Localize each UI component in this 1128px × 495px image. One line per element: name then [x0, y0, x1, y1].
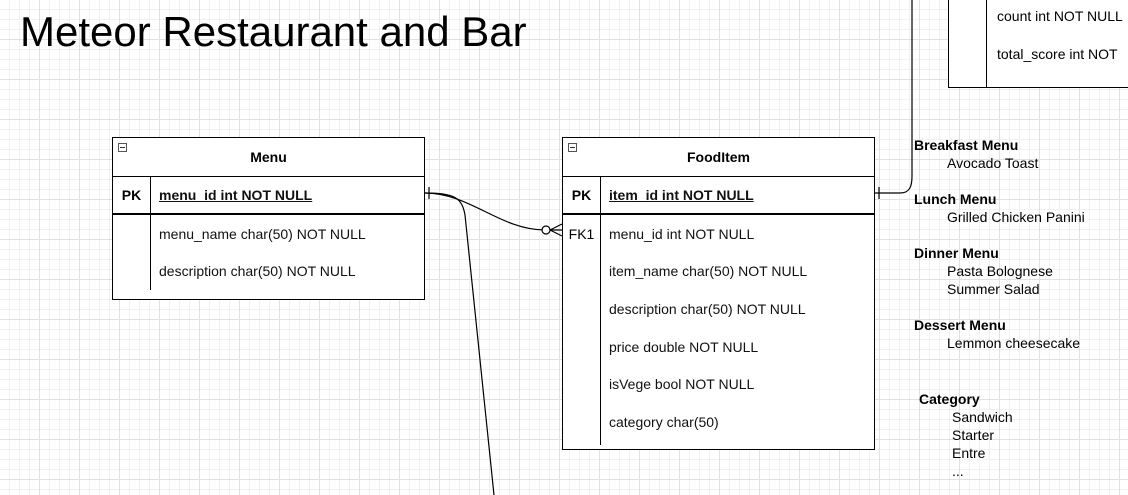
fooditem-field-isvege: isVege bool NOT NULL: [609, 376, 755, 393]
fooditem-field-row[interactable]: isVege bool NOT NULL: [563, 365, 874, 403]
menu-fooditem-link: [424, 192, 562, 231]
legend-title: Lunch Menu: [914, 191, 997, 207]
fooditem-field-row[interactable]: price double NOT NULL: [563, 328, 874, 366]
menu-field-row[interactable]: menu_name char(50) NOT NULL: [113, 215, 424, 253]
legend-dinner[interactable]: Dinner Menu Pasta Bolognese Summer Salad: [914, 244, 1053, 298]
fooditem-pk-field: item_id int NOT NULL: [609, 187, 754, 203]
menu-table[interactable]: Menu PK menu_id int NOT NULL menu_name c…: [112, 137, 425, 300]
fooditem-field-item-name: item_name char(50) NOT NULL: [609, 263, 808, 280]
legend-item: Lemmon cheesecake: [947, 335, 1081, 351]
menu-table-header[interactable]: Menu: [113, 138, 424, 177]
partial-field-count: count int NOT NULL: [997, 8, 1123, 24]
fooditem-field-description: description char(50) NOT NULL: [609, 300, 806, 317]
menu-pk-row[interactable]: PK menu_id int NOT NULL: [113, 177, 424, 215]
menu-field-row[interactable]: description char(50) NOT NULL: [113, 253, 424, 291]
legend-item: Grilled Chicken Panini: [947, 209, 1085, 225]
legend-title: Dessert Menu: [914, 317, 1006, 333]
fooditem-field-row[interactable]: category char(50): [563, 403, 874, 441]
fk-label: FK1: [568, 225, 595, 242]
fooditem-field-row[interactable]: item_name char(50) NOT NULL: [563, 253, 874, 291]
legend-item: Starter: [952, 427, 995, 443]
fooditem-field-row[interactable]: description char(50) NOT NULL: [563, 290, 874, 328]
legend-title: Breakfast Menu: [914, 137, 1019, 153]
legend-lunch[interactable]: Lunch Menu Grilled Chicken Panini: [914, 190, 1085, 226]
field-divider: [150, 215, 151, 290]
collapse-icon[interactable]: [568, 143, 577, 152]
legend-title: Dinner Menu: [914, 245, 999, 261]
legend-item: Summer Salad: [947, 281, 1040, 297]
page-title: Meteor Restaurant and Bar: [20, 8, 527, 55]
legend-item: Entre: [952, 445, 986, 461]
legend-title: Category: [919, 391, 980, 407]
menu-field-name: menu_name char(50) NOT NULL: [159, 225, 366, 242]
fooditem-field-price: price double NOT NULL: [609, 338, 759, 355]
fooditem-pk-row[interactable]: PK item_id int NOT NULL: [563, 177, 874, 215]
pk-divider: [150, 177, 151, 213]
legend-item: ...: [952, 463, 964, 479]
field-divider: [600, 215, 601, 445]
legend-item: Avocado Toast: [947, 155, 1039, 171]
partial-field-total-score: total_score int NOT: [997, 46, 1118, 62]
pk-label: PK: [571, 187, 592, 203]
legend-item: Sandwich: [952, 409, 1013, 425]
pk-divider: [600, 177, 601, 213]
menu-pk-field: menu_id int NOT NULL: [159, 187, 313, 203]
legend-breakfast[interactable]: Breakfast Menu Avocado Toast: [914, 136, 1038, 172]
crowfoot-marker-fk: [549, 223, 563, 237]
fooditem-table-header[interactable]: FoodItem: [563, 138, 874, 177]
menu-table-name: Menu: [250, 149, 287, 165]
collapse-icon[interactable]: [118, 143, 127, 152]
menu-down-link: [424, 192, 495, 495]
fooditem-up-link: [875, 0, 913, 194]
fooditem-field-category: category char(50): [609, 413, 719, 430]
pk-label: PK: [121, 187, 142, 203]
legend-dessert[interactable]: Dessert Menu Lemmon cheesecake: [914, 316, 1080, 352]
legend-category[interactable]: Category Sandwich Starter Entre ...: [919, 390, 1013, 480]
partial-table[interactable]: count int NOT NULL total_score int NOT: [948, 0, 1128, 88]
fooditem-field-menu-id: menu_id int NOT NULL: [609, 225, 755, 242]
legend-item: Pasta Bolognese: [947, 263, 1053, 279]
fooditem-table[interactable]: FoodItem PK item_id int NOT NULL FK1 men…: [562, 137, 875, 450]
menu-field-description: description char(50) NOT NULL: [159, 263, 356, 280]
partial-table-divider: [986, 0, 987, 87]
zero-marker-fk: [541, 225, 551, 235]
fooditem-field-row[interactable]: FK1 menu_id int NOT NULL: [563, 215, 874, 253]
fooditem-table-name: FoodItem: [687, 149, 750, 165]
